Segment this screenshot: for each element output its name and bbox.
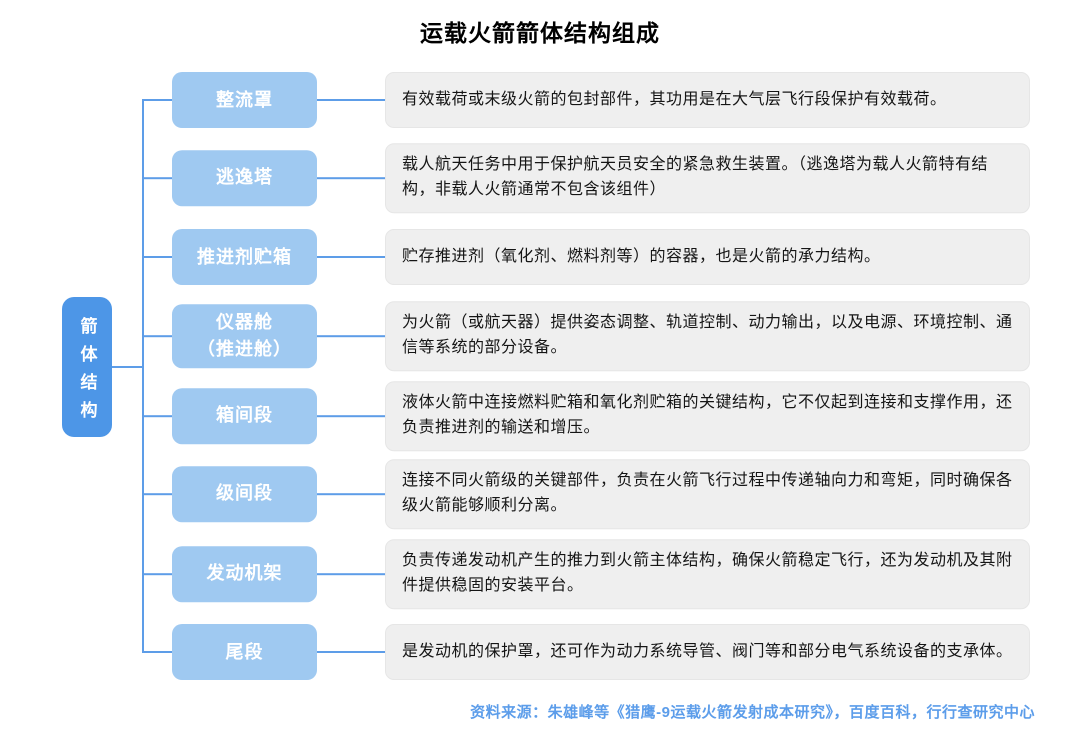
node-interstage-section: 级间段 [172, 466, 317, 522]
diagram-row-engine-mount: 发动机架 负责传递发动机产生的推力到火箭主体结构，确保火箭稳定飞行，还为发动机及… [142, 539, 1030, 609]
data-source-note: 资料来源：朱雄峰等《猎鹰-9运载火箭发射成本研究》，百度百科，行行查研究中心 [470, 704, 1035, 721]
description-box: 连接不同火箭级的关键部件，负责在火箭飞行过程中传递轴向力和弯矩，同时确保各级火箭… [385, 459, 1030, 529]
description-text: 连接不同火箭级的关键部件，负责在火箭飞行过程中传递轴向力和弯矩，同时确保各级火箭… [402, 472, 1013, 514]
description-box: 贮存推进剂（氧化剂、燃料剂等）的容器，也是火箭的承力结构。 [385, 229, 1030, 285]
diagram-row-instrument-cabin: 仪器舱 （推进舱） 为火箭（或航天器）提供姿态调整、轨道控制、动力输出，以及电源… [142, 301, 1030, 371]
root-connector-line [112, 366, 142, 368]
link-connector-line [317, 177, 385, 179]
link-connector-line [317, 99, 385, 101]
description-box: 有效载荷或末级火箭的包封部件，其功用是在大气层飞行段保护有效载荷。 [385, 72, 1030, 128]
node-label: 尾段 [225, 641, 264, 662]
branch-connector-line [142, 493, 172, 495]
description-text: 是发动机的保护罩，还可作为动力系统导管、阀门等和部分电气系统设备的支承体。 [402, 642, 1013, 660]
link-connector-line [317, 573, 385, 575]
diagram-row-fairing: 整流罩 有效载荷或末级火箭的包封部件，其功用是在大气层飞行段保护有效载荷。 [142, 72, 1030, 128]
branch-connector-line [142, 335, 172, 337]
node-engine-mount: 发动机架 [172, 546, 317, 602]
link-connector-line [317, 335, 385, 337]
branch-connector-line [142, 256, 172, 258]
node-tail-section: 尾段 [172, 624, 317, 680]
node-instrument-cabin: 仪器舱 （推进舱） [172, 304, 317, 368]
node-label: 仪器舱 [216, 312, 273, 332]
page-title: 运载火箭箭体结构组成 [420, 20, 660, 46]
branch-connector-line [142, 177, 172, 179]
node-label: 整流罩 [216, 89, 273, 110]
description-box: 是发动机的保护罩，还可作为动力系统导管、阀门等和部分电气系统设备的支承体。 [385, 624, 1030, 680]
link-connector-line [317, 256, 385, 258]
description-text: 载人航天任务中用于保护航天员安全的紧急救生装置。（逃逸塔为载人火箭特有结构，非载… [402, 156, 989, 198]
node-propellant-tank: 推进剂贮箱 [172, 229, 317, 285]
node-fairing: 整流罩 [172, 72, 317, 128]
link-connector-line [317, 493, 385, 495]
node-label: 推进剂贮箱 [197, 246, 292, 267]
node-label: 级间段 [216, 483, 273, 504]
branch-connector-line [142, 99, 172, 101]
description-text: 为火箭（或航天器）提供姿态调整、轨道控制、动力输出，以及电源、环境控制、通信等系… [402, 314, 1013, 356]
root-node-body-structure: 箭体结构 [62, 297, 112, 437]
trunk-connector-line [142, 99, 144, 653]
branch-connector-line [142, 651, 172, 653]
description-text: 有效载荷或末级火箭的包封部件，其功用是在大气层飞行段保护有效载荷。 [402, 90, 947, 108]
node-label: 逃逸塔 [216, 167, 273, 188]
description-box: 负责传递发动机产生的推力到火箭主体结构，确保火箭稳定飞行，还为发动机及其附件提供… [385, 539, 1030, 609]
diagram-row-intertank-section: 箱间段 液体火箭中连接燃料贮箱和氧化剂贮箱的关键结构，它不仅起到连接和支撑作用，… [142, 381, 1030, 451]
node-intertank-section: 箱间段 [172, 388, 317, 444]
root-node-label: 箭体结构 [77, 316, 97, 429]
branch-connector-line [142, 573, 172, 575]
description-box: 载人航天任务中用于保护航天员安全的紧急救生装置。（逃逸塔为载人火箭特有结构，非载… [385, 143, 1030, 213]
diagram-row-tail-section: 尾段 是发动机的保护罩，还可作为动力系统导管、阀门等和部分电气系统设备的支承体。 [142, 624, 1030, 680]
link-connector-line [317, 415, 385, 417]
node-label-line2: （推进舱） [197, 339, 292, 359]
description-box: 液体火箭中连接燃料贮箱和氧化剂贮箱的关键结构，它不仅起到连接和支撑作用，还负责推… [385, 381, 1030, 451]
diagram-row-propellant-tank: 推进剂贮箱 贮存推进剂（氧化剂、燃料剂等）的容器，也是火箭的承力结构。 [142, 229, 1030, 285]
diagram-row-interstage-section: 级间段 连接不同火箭级的关键部件，负责在火箭飞行过程中传递轴向力和弯矩，同时确保… [142, 459, 1030, 529]
description-text: 液体火箭中连接燃料贮箱和氧化剂贮箱的关键结构，它不仅起到连接和支撑作用，还负责推… [402, 394, 1013, 436]
diagram-row-escape-tower: 逃逸塔 载人航天任务中用于保护航天员安全的紧急救生装置。（逃逸塔为载人火箭特有结… [142, 143, 1030, 213]
branch-connector-line [142, 415, 172, 417]
link-connector-line [317, 651, 385, 653]
node-label: 箱间段 [216, 405, 273, 426]
description-text: 贮存推进剂（氧化剂、燃料剂等）的容器，也是火箭的承力结构。 [402, 247, 881, 265]
node-label: 发动机架 [206, 563, 283, 584]
description-box: 为火箭（或航天器）提供姿态调整、轨道控制、动力输出，以及电源、环境控制、通信等系… [385, 301, 1030, 371]
description-text: 负责传递发动机产生的推力到火箭主体结构，确保火箭稳定飞行，还为发动机及其附件提供… [402, 552, 1013, 594]
node-escape-tower: 逃逸塔 [172, 150, 317, 206]
